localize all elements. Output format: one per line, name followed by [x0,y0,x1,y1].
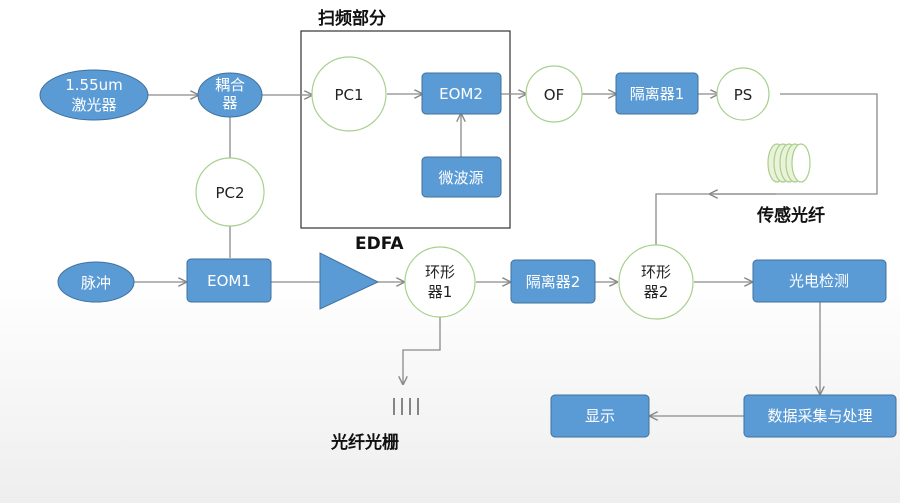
edge-ps-sensing-fiber [710,93,878,194]
circulator2-node: 环形 器2 [618,244,694,320]
display-label: 显示 [585,407,615,425]
sensing-fiber-coil-icon [767,143,811,183]
eom1-label: EOM1 [207,272,251,290]
fiber-grating-icon [393,398,419,415]
coupler-label-line2: 器 [222,94,237,112]
daq-node: 数据采集与处理 [743,394,897,438]
circulator1-label-line1: 环形 [425,263,455,281]
scan-section-frame [300,30,511,229]
of-label: OF [544,86,564,104]
pc1-node: PC1 [311,56,387,132]
isolator1-label: 隔离器1 [630,85,685,103]
eom2-label: EOM2 [439,85,483,103]
laser-label-line2: 激光器 [71,96,116,114]
eom2-node: EOM2 [421,72,502,115]
photodetector-label: 光电检测 [789,272,849,290]
edfa-label: EDFA [355,234,404,254]
isolator1-node: 隔离器1 [615,72,699,115]
sensing-fiber-label: 传感光纤 [756,205,825,226]
microwave-source-label: 微波源 [438,169,483,187]
ps-node: PS [716,67,770,121]
coupler-node: 耦合 器 [197,72,263,118]
pc2-label: PC2 [215,184,244,202]
edfa-amplifier-icon [319,252,380,310]
display-node: 显示 [550,394,650,438]
laser-label-line1: 1.55um [65,76,123,94]
edge-sensing-fiber-circulator2 [655,193,776,246]
pulse-node: 脉冲 [57,261,135,303]
pc2-node: PC2 [195,157,265,227]
coupler-label-line1: 耦合 [215,76,245,94]
isolator2-node: 隔离器2 [510,259,596,304]
ps-label: PS [734,86,753,104]
pulse-label: 脉冲 [81,274,111,292]
circulator2-label-line2: 器2 [644,283,669,301]
scan-section-label: 扫频部分 [318,8,386,29]
edge-circulator1-fbg [403,316,441,384]
pc1-label: PC1 [334,86,363,104]
circulator1-label-line2: 器1 [428,283,453,301]
eom1-node: EOM1 [186,258,272,303]
fiber-grating-label: 光纤光栅 [330,432,399,453]
circulator2-label-line1: 环形 [641,263,671,281]
photodetector-node: 光电检测 [752,259,887,303]
microwave-source-node: 微波源 [421,156,502,198]
isolator2-label: 隔离器2 [526,273,581,291]
laser-node: 1.55um 激光器 [39,69,149,121]
daq-label: 数据采集与处理 [767,407,872,425]
of-node: OF [525,65,583,123]
circulator1-node: 环形 器1 [404,246,476,318]
